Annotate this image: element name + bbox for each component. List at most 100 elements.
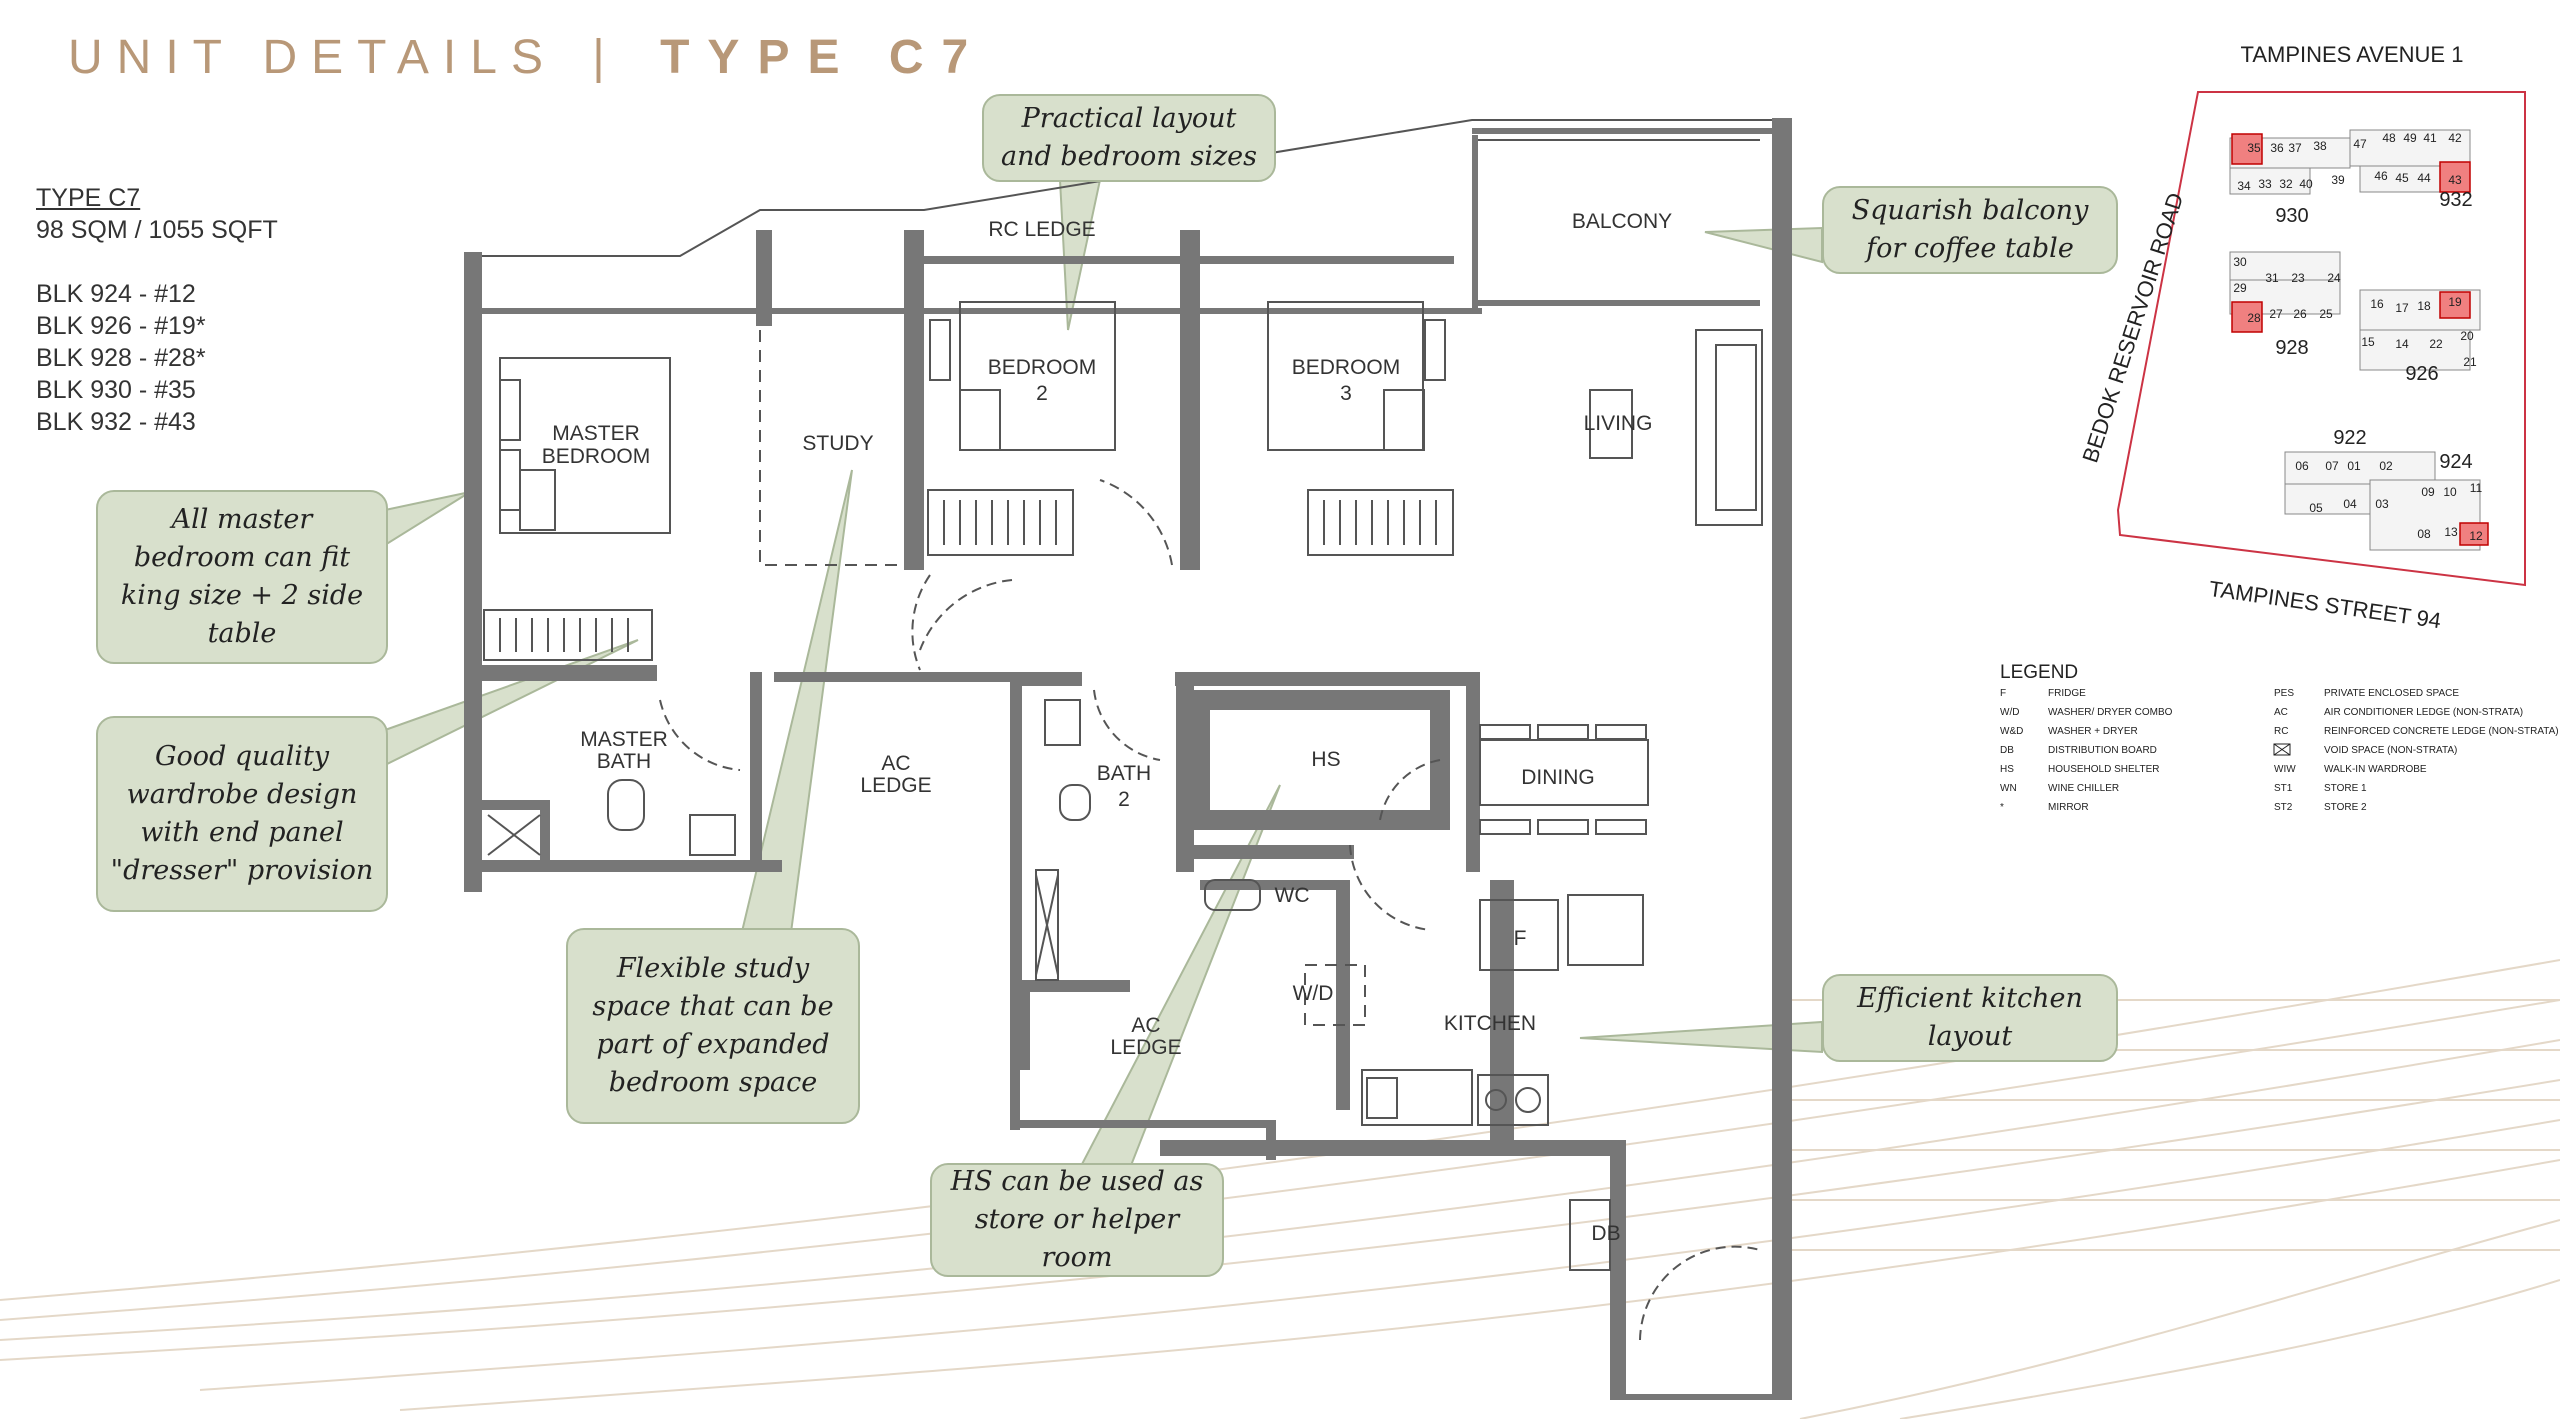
unit-14: 14 [2395,337,2409,351]
block-line: BLK 926 - #19* [36,312,206,340]
room-living: LIVING [1584,412,1653,435]
title-type: TYPE C7 [660,31,987,84]
unit-43: 43 [2448,173,2462,187]
unit-31: 31 [2265,271,2279,285]
road-top: TAMPINES AVENUE 1 [2241,42,2464,67]
unit-17: 17 [2395,301,2409,315]
road-bottom: TAMPINES STREET 94 [2207,576,2442,633]
void-space-icon [2273,743,2291,756]
block-932: 932 [2439,189,2472,211]
unit-24: 24 [2327,271,2341,285]
room-master-bath-2: BATH [597,750,651,773]
block-line: BLK 928 - #28* [36,344,206,372]
room-bath-2: BATH [1097,762,1151,785]
furniture [483,301,1763,1271]
block-line: BLK 930 - #35 [36,376,196,404]
block-numbers: 930 932 928 926 922 924 [2275,189,2472,473]
room-rc-ledge: RC LEDGE [988,218,1095,241]
room-master-bedroom: MASTER [552,422,640,445]
room-bedroom-2-num: 2 [1036,382,1048,405]
legend-desc: PRIVATE ENCLOSED SPACE [2324,688,2459,699]
block-928: 928 [2275,337,2308,359]
unit-32: 32 [2279,177,2293,191]
room-kitchen: KITCHEN [1444,1012,1536,1035]
unit-21: 21 [2463,355,2477,369]
legend-right: PES PRIVATE ENCLOSED SPACE AC AIR CONDIT… [2273,688,2559,813]
room-bath-2-num: 2 [1118,788,1130,811]
unit-05: 05 [2309,501,2323,515]
callout-balcony: Squarish balcony for coffee table [1822,186,2118,274]
unit-22: 22 [2429,337,2443,351]
room-ac-ledge: AC [881,752,910,775]
legend-desc: MIRROR [2048,802,2089,813]
block-924: 924 [2439,451,2472,473]
unit-11: 11 [2470,481,2483,495]
unit-type: TYPE C7 [36,184,141,212]
room-dining: DINING [1521,766,1595,789]
callout-study: Flexible study space that can be part of… [566,928,860,1124]
legend-desc: WASHER/ DRYER COMBO [2048,707,2173,718]
site-plan: TAMPINES AVENUE 1 BEDOK RESERVOIR ROAD T… [2077,42,2526,633]
unit-area: 98 SQM / 1055 SQFT [36,216,278,244]
unit-34: 34 [2237,179,2251,193]
block-line: BLK 932 - #43 [36,408,196,436]
room-bedroom-2: BEDROOM [988,356,1097,379]
unit-44: 44 [2417,171,2431,185]
room-fridge: F [1514,927,1527,950]
legend-code: HS [2000,764,2014,775]
unit-04: 04 [2343,497,2357,511]
unit-26: 26 [2293,307,2307,321]
room-wd: W/D [1293,982,1334,1005]
title-unit-details: UNIT DETAILS [68,31,557,84]
title-separator: | [592,31,605,84]
legend-code: * [2000,802,2004,813]
unit-42: 42 [2448,131,2462,145]
callout-kitchen: Efficient kitchen layout [1822,974,2118,1062]
room-master-bedroom-2: BEDROOM [542,445,651,468]
room-wc: WC [1275,884,1310,907]
unit-35: 35 [2247,141,2261,155]
unit-37: 37 [2288,141,2302,155]
legend-code: ST1 [2274,783,2293,794]
unit-28: 28 [2247,311,2261,325]
legend-desc: STORE 2 [2324,802,2367,813]
unit-08: 08 [2417,527,2431,541]
unit-38: 38 [2313,139,2327,153]
legend-desc: WINE CHILLER [2048,783,2119,794]
legend-code: WN [2000,783,2017,794]
unit-23: 23 [2291,271,2305,285]
page-title: UNIT DETAILS | TYPE C7 [68,30,986,85]
unit-25: 25 [2319,307,2333,321]
unit-13: 13 [2444,525,2458,539]
unit-06: 06 [2295,459,2309,473]
unit-15: 15 [2361,335,2375,349]
legend-code: W&D [2000,726,2023,737]
legend-desc: STORE 1 [2324,783,2367,794]
legend-desc: VOID SPACE (NON-STRATA) [2324,745,2457,756]
unit-12: 12 [2469,529,2483,543]
rc-ledge-outline [482,119,1772,257]
unit-47: 47 [2353,137,2367,151]
legend-desc: AIR CONDITIONER LEDGE (NON-STRATA) [2324,707,2523,718]
legend-code: ST2 [2274,802,2293,813]
unit-numbers: 35 36 37 38 47 48 49 41 42 34 33 32 40 3… [2233,131,2483,543]
room-master-bath: MASTER [580,728,668,751]
legend-desc: WALK-IN WARDROBE [2324,764,2427,775]
unit-29: 29 [2233,281,2247,295]
legend-code: WIW [2274,764,2296,775]
unit-18: 18 [2417,299,2431,313]
room-ac-ledge-2: LEDGE [860,774,931,797]
unit-20: 20 [2460,329,2474,343]
unit-36: 36 [2270,141,2284,155]
block-922: 922 [2333,427,2366,449]
unit-19: 19 [2448,295,2462,309]
legend-code: DB [2000,745,2014,756]
unit-39: 39 [2331,173,2345,187]
unit-03: 03 [2375,497,2389,511]
unit-49: 49 [2403,131,2417,145]
legend-desc: WASHER + DRYER [2048,726,2138,737]
study-dashed [759,330,1366,1026]
legend: LEGEND F FRIDGE W/D WASHER/ DRYER COMBO … [2000,662,2559,813]
unit-27: 27 [2269,307,2283,321]
